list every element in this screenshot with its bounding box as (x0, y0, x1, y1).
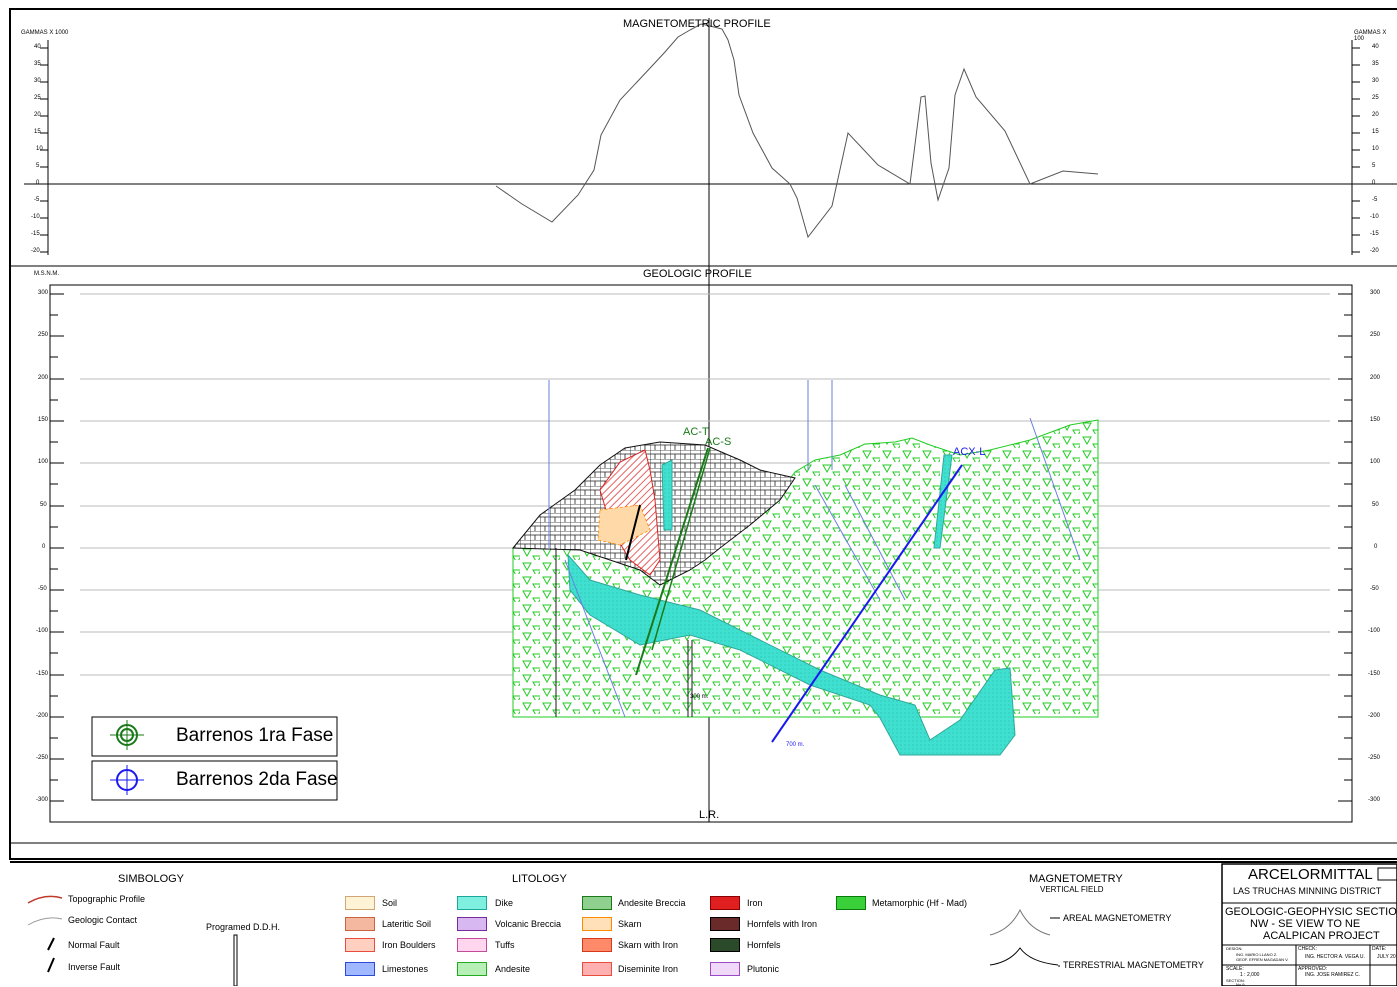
hornfels-iron-swatch (710, 917, 740, 931)
legend-inverse-fault: Inverse Fault (68, 962, 121, 972)
metamorphic-swatch (836, 896, 866, 910)
section-title-1: GEOLOGIC-GEOPHYSIC SECTIO (1225, 906, 1397, 918)
design-name-2: GEOF. EFREN MAGADAN V. (1236, 957, 1289, 962)
geo-ticks-left (50, 293, 64, 802)
legend-normal-fault: Normal Fault (68, 940, 120, 950)
check-name: ING. HECTOR A. VEGA U. (1305, 954, 1365, 960)
dike-body (567, 553, 1016, 756)
soil-label: Soil (382, 898, 398, 908)
phase2-symbol (110, 765, 144, 795)
litology-title: LITOLOGY (512, 873, 567, 885)
volcanic-swatch (457, 917, 487, 931)
dike-right (933, 454, 953, 549)
mag-title: MAGNETOMETRIC PROFILE (623, 18, 771, 30)
section-no-value: No.9 (1236, 982, 1245, 987)
legend-topographic: Topographic Profile (68, 894, 146, 904)
depth-700-label: 700 m. (786, 742, 805, 748)
hornfels-iron-label: Hornfels with Iron (747, 919, 818, 929)
normal-fault-icon (47, 937, 55, 951)
skarn-label: Skarn (618, 919, 642, 929)
design-name-1: ING. MARIO LLANO Z. (1236, 952, 1278, 957)
boulders-label: Iron Boulders (382, 940, 436, 950)
geo-title: GEOLOGIC PROFILE (643, 268, 752, 280)
legend-contact: Geologic Contact (68, 915, 138, 925)
skarn-swatch (582, 917, 612, 931)
drill-label-acxl: ACX-L (953, 446, 986, 458)
programmed-ddh (548, 380, 1081, 718)
section-title-3: ACALPICAN PROJECT (1263, 930, 1380, 942)
depth-300-label: 300 m. (690, 694, 709, 700)
andesite-label: Andesite (495, 964, 531, 974)
drill-act (635, 447, 709, 676)
tuffs-swatch (457, 938, 487, 952)
iron-swatch (710, 896, 740, 910)
check-label: CHECK: (1298, 946, 1317, 952)
mag-unit-left: GAMMAS X 1000 (21, 30, 69, 36)
design-label: DESIGN: (1226, 946, 1243, 951)
areal-label: AREAL MAGNETOMETRY (1063, 913, 1172, 923)
district-name: LAS TRUCHAS MINNING DISTRICT (1233, 886, 1382, 896)
terrestrial-curve-icon (989, 947, 1059, 966)
drill-label-act: AC-T (683, 426, 709, 438)
approved-name: ING. JOSE RAMIREZ C. (1305, 972, 1361, 978)
andesite-breccia-swatch (582, 896, 612, 910)
dike-swatch (457, 896, 487, 910)
diseminite-swatch (582, 962, 612, 976)
geo-unit-left: M.S.N.M. (34, 271, 59, 277)
topographic-line-icon (27, 895, 63, 904)
phase1-label: Barrenos 1ra Fase (176, 725, 334, 746)
volcanic-label: Volcanic Breccia (495, 919, 562, 929)
dike-upper (661, 459, 673, 531)
hornfels-label: Hornfels (747, 940, 781, 950)
plutonic-swatch (710, 962, 740, 976)
metamorphic-label: Metamorphic (Hf - Mad) (872, 898, 968, 908)
mag-axis-right (1351, 40, 1360, 255)
scale-value: 1 : 2,000 (1240, 972, 1260, 978)
ddh-symbol (233, 934, 238, 986)
drill-acxl (771, 464, 963, 743)
legend-programmed: Programed D.D.H. (206, 922, 281, 932)
magnetometry-title: MAGNETOMETRY (1029, 873, 1123, 885)
simbology-title: SIMBOLOGY (118, 873, 185, 885)
hornfels-swatch (710, 938, 740, 952)
company-name: ARCELORMITTAL (1248, 866, 1373, 883)
skarn-iron-swatch (582, 938, 612, 952)
iron-label: Iron (747, 898, 763, 908)
phase1-symbol (110, 720, 144, 750)
skarn-iron-label: Skarn with Iron (618, 940, 679, 950)
limestones-swatch (345, 962, 375, 976)
drill-acs (651, 447, 711, 651)
date-value: JULY 20 (1377, 954, 1396, 960)
limestones-label: Limestones (382, 964, 429, 974)
plutonic-label: Plutonic (747, 964, 780, 974)
lateritic-swatch (345, 917, 375, 931)
areal-curve-icon (989, 908, 1051, 936)
mag-unit-right: GAMMAS X 100 (1354, 30, 1387, 42)
drill-label-acs: AC-S (705, 436, 732, 448)
terrestrial-label: TERRESTRIAL MAGNETOMETRY (1063, 960, 1204, 970)
phase2-label: Barrenos 2da Fase (176, 769, 338, 790)
mag-curve (495, 23, 1099, 239)
andesite-swatch (457, 962, 487, 976)
inverse-fault-icon (47, 957, 55, 973)
lateritic-label: Lateritic Soil (382, 919, 432, 929)
magnetometry-sub: VERTICAL FIELD (1040, 885, 1104, 894)
andesite-breccia-label: Andesite Breccia (618, 898, 686, 908)
section-title-2: NW - SE VIEW TO NE (1250, 918, 1361, 930)
scale-label: SCALE: (1226, 966, 1244, 972)
dike-label: Dike (495, 898, 514, 908)
boulders-swatch (345, 938, 375, 952)
soil-swatch (345, 896, 375, 910)
lr-label: L.R. (699, 809, 720, 821)
section-no-label: SECTION: (1226, 978, 1245, 983)
diseminite-label: Diseminite Iron (618, 964, 679, 974)
approved-label: APPROVED: (1298, 966, 1328, 972)
date-label: DATE: (1372, 946, 1387, 952)
geo-ticks-right (1338, 293, 1352, 802)
contact-line-icon (27, 917, 63, 926)
tuffs-label: Tuffs (495, 940, 515, 950)
